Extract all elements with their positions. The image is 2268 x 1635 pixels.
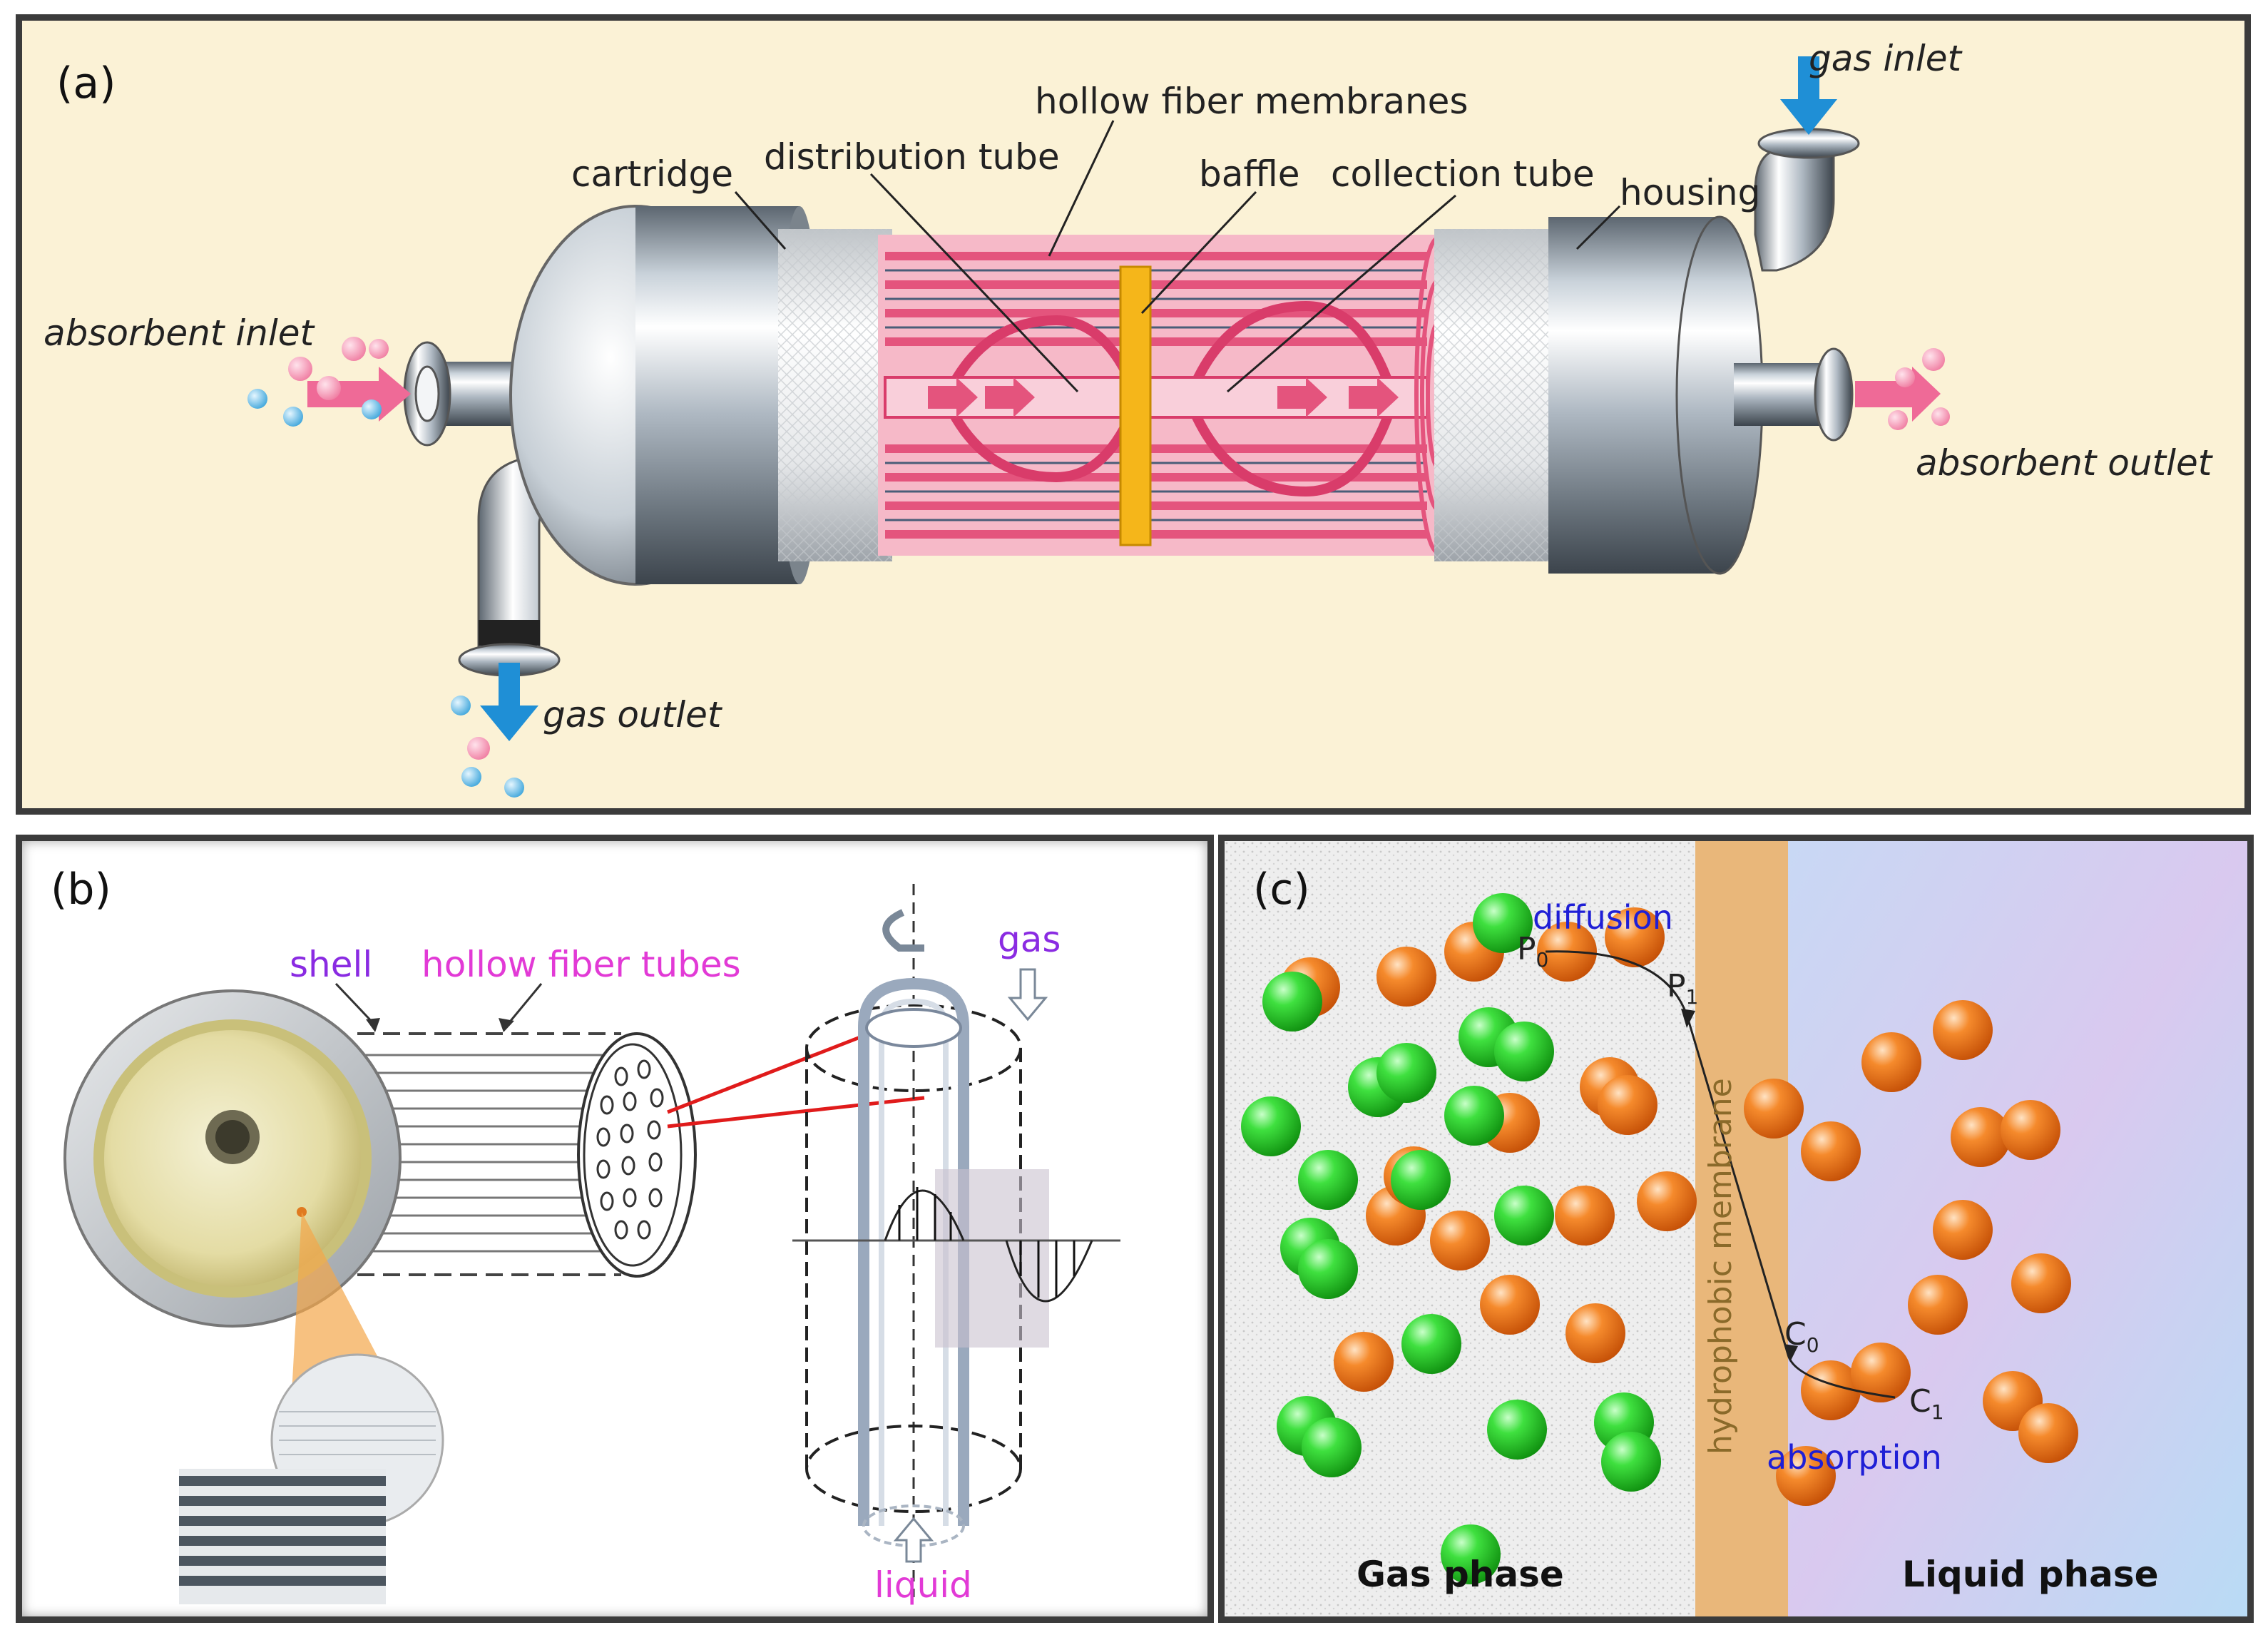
panel-a-leader-lines	[734, 120, 1621, 393]
liquid-phase-label: Liquid phase	[1902, 1554, 2159, 1595]
orange-molecule	[1334, 1332, 1394, 1392]
green-molecule	[1241, 1096, 1301, 1156]
housing-label: housing	[1620, 172, 1760, 213]
green-molecule	[1444, 1086, 1504, 1146]
liquid-phase-region	[1788, 841, 2247, 1616]
panel-b-drawing: (b)	[51, 865, 1120, 1606]
absorbent-outlet-label: absorbent outlet	[1916, 442, 2214, 484]
green-molecule	[1601, 1432, 1661, 1492]
gas-outlet-label: gas outlet	[543, 694, 723, 735]
orange-molecule	[1605, 907, 1665, 967]
left-cartridge-mesh	[778, 229, 892, 561]
baffle-label: baffle	[1199, 153, 1299, 195]
green-molecule	[1494, 1186, 1554, 1246]
panel-a-molecules	[247, 337, 1950, 798]
right-cartridge-mesh	[1434, 229, 1556, 561]
orange-molecule	[1908, 1275, 1968, 1335]
panel-b-fiber-diagram: (b)	[16, 835, 1214, 1623]
distribution-tube-label: distribution tube	[764, 136, 1060, 178]
orange-molecule	[1801, 1360, 1861, 1420]
orange-molecule	[2011, 1253, 2071, 1313]
orange-molecule	[1376, 947, 1436, 1007]
panel-a-drawing: (a)	[44, 38, 2214, 798]
orange-molecule	[1637, 1171, 1697, 1231]
single-fiber-zoom	[792, 884, 1120, 1597]
shell-label: shell	[290, 944, 372, 985]
green-molecule	[1441, 1524, 1501, 1584]
orange-molecule	[1598, 1075, 1657, 1135]
orange-molecule	[1801, 1121, 1861, 1181]
green-molecule	[1376, 1043, 1436, 1103]
absorption-label: absorption	[1767, 1438, 1942, 1477]
orange-molecule	[1933, 1000, 1993, 1060]
absorbent-arrows	[307, 367, 1941, 422]
absorbent-inlet-label: absorbent inlet	[44, 312, 315, 354]
c0-label: C0	[1784, 1316, 1819, 1357]
collection-tube-label: collection tube	[1331, 153, 1595, 195]
orange-molecule	[1565, 1303, 1625, 1363]
green-molecule	[1487, 1400, 1547, 1460]
gas-inlet-label: gas inlet	[1809, 38, 1963, 79]
orange-molecule	[1555, 1186, 1615, 1246]
green-molecule	[1302, 1417, 1362, 1477]
green-molecule	[1298, 1239, 1358, 1299]
orange-molecule	[1951, 1107, 2011, 1167]
panel-b-leaders	[334, 982, 543, 1027]
membrane-region	[1695, 841, 1788, 1616]
gas-outlet-band	[479, 620, 540, 646]
green-molecule	[1262, 972, 1322, 1032]
gas-arrows	[480, 56, 1837, 741]
hollow-fiber-tubes-label: hollow fiber tubes	[422, 944, 741, 985]
gas-label: gas	[998, 919, 1061, 960]
gas-phase-label: Gas phase	[1357, 1554, 1564, 1595]
green-molecule	[1494, 1022, 1554, 1081]
fiber-closeup	[179, 1469, 386, 1604]
green-molecule	[1298, 1150, 1358, 1210]
diffusion-label: diffusion	[1533, 898, 1673, 937]
green-molecule	[1391, 1150, 1451, 1210]
orange-molecule	[2001, 1100, 2060, 1160]
cartridge-label: cartridge	[571, 153, 733, 195]
green-molecule	[1401, 1314, 1461, 1374]
orange-molecule	[1430, 1211, 1490, 1270]
panel-c-mass-transfer-diagram: (c) diffusion absorption P0 P1 C0 C1 hyd…	[1218, 835, 2254, 1623]
flow-loops	[944, 300, 1396, 497]
green-molecule	[1473, 893, 1533, 953]
p1-label: P1	[1667, 968, 1698, 1009]
panel-c-drawing: (c) diffusion absorption P0 P1 C0 C1 hyd…	[1225, 841, 2247, 1616]
baffle	[1119, 265, 1152, 546]
right-housing	[1548, 217, 1720, 574]
liquid-label: liquid	[874, 1564, 972, 1606]
c1-label: C1	[1909, 1383, 1944, 1424]
panel-b-label: (b)	[51, 865, 111, 915]
orange-molecule	[1851, 1343, 1911, 1402]
membrane-label: hydrophobic membrane	[1702, 1078, 1739, 1455]
orange-molecule	[1480, 1275, 1540, 1335]
module-cross-section	[63, 989, 402, 1328]
panel-a-label: (a)	[56, 58, 116, 108]
orange-molecule	[1776, 1446, 1836, 1506]
p0-label: P0	[1517, 931, 1548, 972]
orange-molecule	[1933, 1200, 1993, 1260]
orange-molecule	[1744, 1079, 1804, 1139]
panel-c-label: (c)	[1253, 865, 1310, 915]
panel-c-molecules	[1241, 893, 2078, 1584]
flow-arrows	[928, 377, 1399, 417]
orange-molecule	[2018, 1403, 2078, 1463]
absorbent-outlet-flange	[1814, 347, 1854, 442]
fiber-tube-cylinder	[357, 1032, 697, 1278]
orange-molecule	[1861, 1032, 1921, 1092]
left-housing-ring	[635, 206, 800, 584]
hollow-fiber-membranes-label: hollow fiber membranes	[1035, 81, 1468, 122]
panel-a-module-diagram: (a)	[16, 14, 2251, 815]
gas-inlet-elbow	[1754, 141, 1835, 272]
